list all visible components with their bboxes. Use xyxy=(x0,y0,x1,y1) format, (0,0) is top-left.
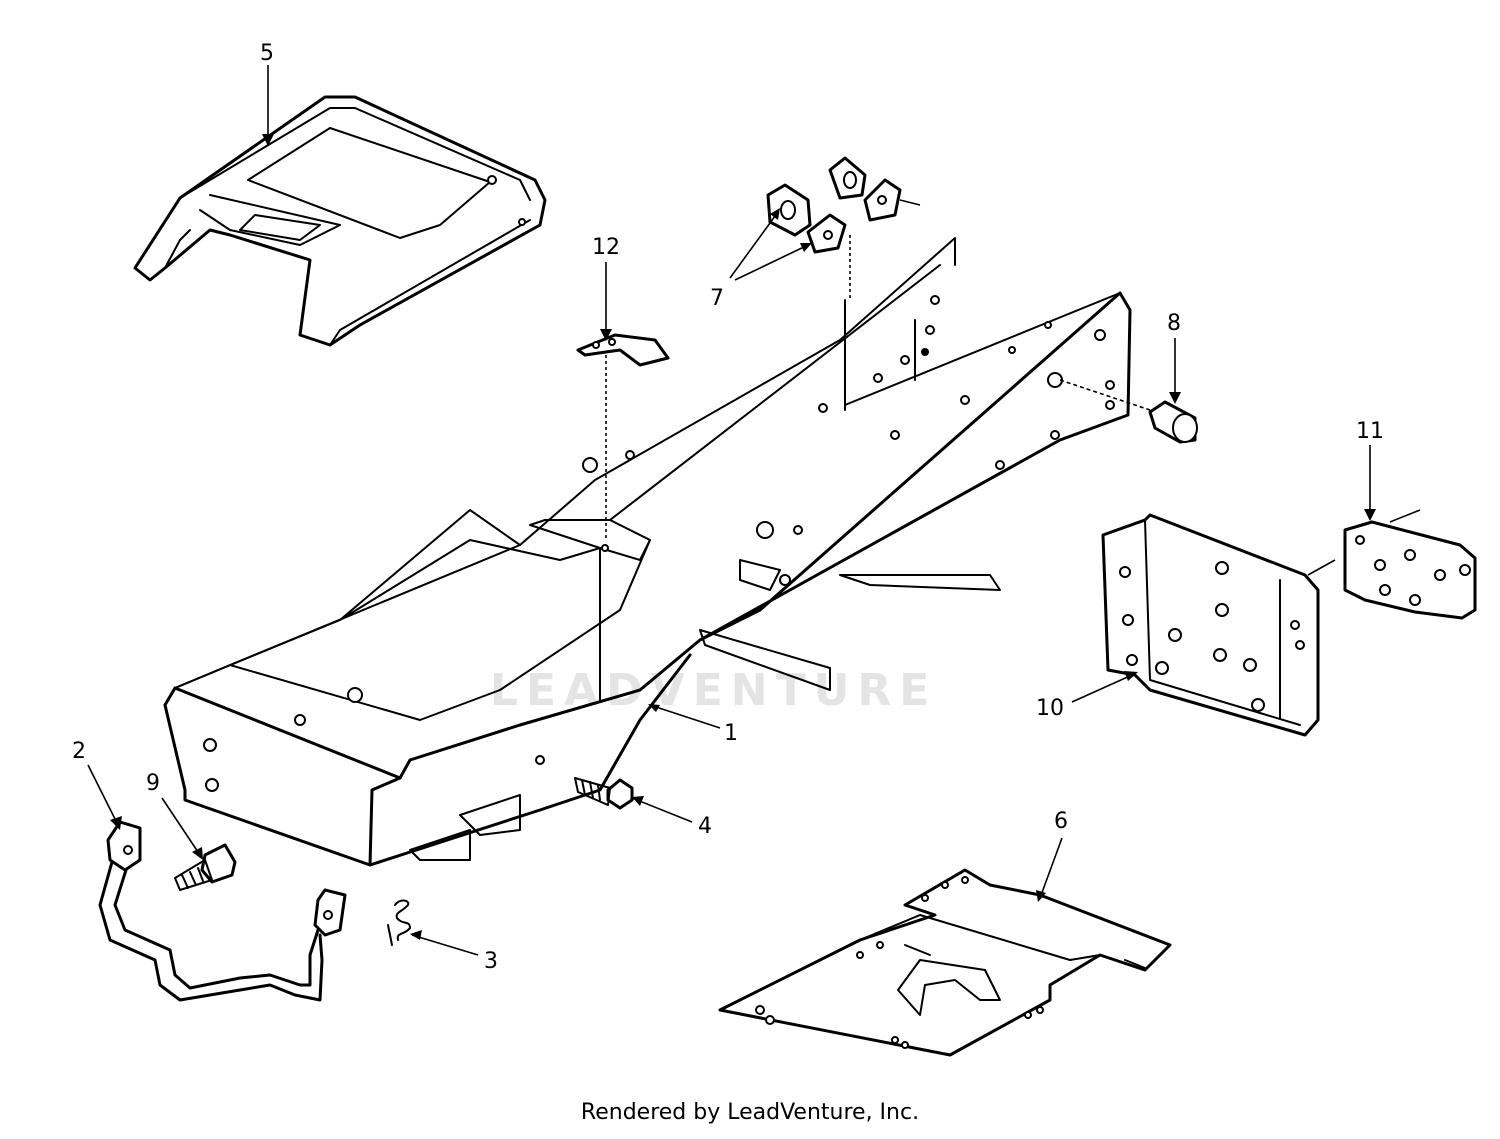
callout-7: 7 xyxy=(710,208,812,311)
part-1-main-frame[interactable] xyxy=(163,237,1132,867)
svg-text:6: 6 xyxy=(1054,809,1068,834)
callout-6: 6 xyxy=(1036,809,1068,902)
callout-4: 4 xyxy=(631,796,712,839)
callout-10: 10 xyxy=(1036,671,1138,721)
part-6-bottom-plate[interactable] xyxy=(718,868,1172,1057)
part-10-mounting-plate[interactable] xyxy=(1101,513,1320,737)
svg-text:12: 12 xyxy=(592,235,620,260)
part-2-handle[interactable] xyxy=(98,820,347,1002)
part-3-spring[interactable] xyxy=(387,899,411,946)
part-9-bolt[interactable] xyxy=(174,843,237,891)
callout-5: 5 xyxy=(260,41,274,146)
svg-text:9: 9 xyxy=(146,771,160,796)
svg-text:4: 4 xyxy=(698,814,712,839)
part-12-bracket[interactable] xyxy=(576,333,670,540)
part-8-bushing[interactable] xyxy=(1059,379,1198,444)
svg-text:2: 2 xyxy=(72,739,86,764)
svg-text:5: 5 xyxy=(260,41,274,66)
svg-text:7: 7 xyxy=(710,286,724,311)
svg-text:10: 10 xyxy=(1036,696,1064,721)
svg-text:3: 3 xyxy=(484,949,498,974)
callout-1: 1 xyxy=(648,704,738,746)
callout-11: 11 xyxy=(1356,419,1384,521)
callout-2: 2 xyxy=(72,739,122,830)
watermark-text: LEADVENTURE xyxy=(490,665,937,716)
callout-8: 8 xyxy=(1167,311,1181,404)
part-5-dash-cover[interactable] xyxy=(133,95,547,347)
callout-3: 3 xyxy=(410,930,498,974)
callout-9: 9 xyxy=(146,771,203,860)
svg-text:8: 8 xyxy=(1167,311,1181,336)
svg-text:1: 1 xyxy=(724,721,738,746)
footer-credit: Rendered by LeadVenture, Inc. xyxy=(580,1100,920,1125)
svg-text:11: 11 xyxy=(1356,419,1384,444)
part-4-bolt[interactable] xyxy=(574,777,634,810)
part-7-clips[interactable] xyxy=(766,156,921,300)
callout-12: 12 xyxy=(592,235,620,341)
part-11-side-bracket[interactable] xyxy=(1307,509,1477,620)
